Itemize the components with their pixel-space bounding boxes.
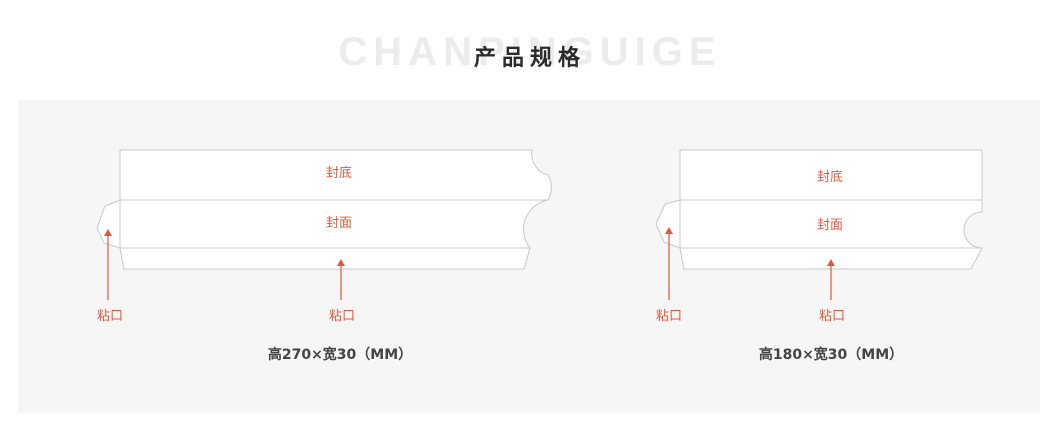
box-2-glue-left-label: 粘口	[655, 309, 683, 324]
page-title: 产品规格	[473, 46, 586, 71]
box-2-side-flap	[655, 199, 681, 249]
box-1-front-panel	[119, 199, 549, 249]
box-1-dieline	[96, 149, 552, 300]
box-2-front-label: 封面	[816, 218, 844, 233]
box-2-dieline	[655, 149, 983, 300]
box-1-back-label: 封底	[325, 166, 353, 181]
box-1-side-flap	[96, 199, 121, 249]
box-1-dimension-caption: 高270×宽30（MM）	[267, 347, 413, 363]
box-1-glue-bottom-label: 粘口	[328, 309, 356, 324]
box-1-front-label: 封面	[325, 216, 353, 231]
box-2-bottom-flap	[679, 247, 983, 270]
box-2-back-label: 封底	[816, 170, 844, 185]
box-1-glue-left-label: 粘口	[96, 309, 124, 324]
box-2-glue-bottom-label: 粘口	[818, 309, 846, 324]
box-2-dimension-caption: 高180×宽30（MM）	[758, 347, 904, 363]
box-1-bottom-flap	[119, 247, 531, 270]
box-1-back-panel	[119, 149, 552, 201]
watermark-text: CHANPINGUIGE	[338, 30, 722, 74]
